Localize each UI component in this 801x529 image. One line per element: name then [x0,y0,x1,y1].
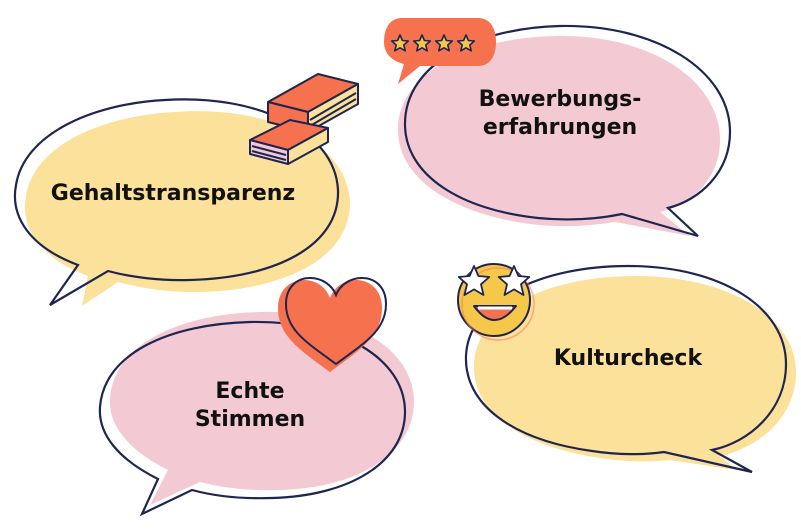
star-icon [412,34,432,52]
bewerbung-line1: Bewerbungs- [478,87,642,112]
bubble-kultur-label: Kulturcheck [528,345,728,373]
bubble-bewerbung-label: Bewerbungs- erfahrungen [455,86,665,141]
star-icon [390,34,410,52]
rating-badge [384,18,496,84]
gehalt-text: Gehaltstransparenz [50,181,296,206]
bubble-echte-outline [98,320,407,517]
emoji-star-right [497,265,531,296]
bewerbung-line2: erfahrungen [482,114,638,140]
money-stack-icon [249,73,359,165]
bubble-bewerbung-fill [398,35,720,236]
star-icon [434,34,454,52]
bubble-gehalt-label: Gehaltstransparenz [38,180,308,208]
bubble-gehalt-outline [13,98,340,306]
bubble-bewerbung-outline [403,24,732,238]
emoji-star-left [457,265,491,296]
kultur-text: Kulturcheck [553,346,703,371]
star-struck-emoji-icon [457,263,535,341]
heart-icon [278,276,388,372]
echte-line2: Stimmen [194,406,306,432]
bubble-echte-label: Echte Stimmen [170,378,330,433]
star-icon [456,34,476,52]
echte-line1: Echte [215,379,285,404]
rating-stars [390,34,476,52]
bubble-kultur-fill [473,276,796,470]
bubble-bewerbung [398,24,732,238]
